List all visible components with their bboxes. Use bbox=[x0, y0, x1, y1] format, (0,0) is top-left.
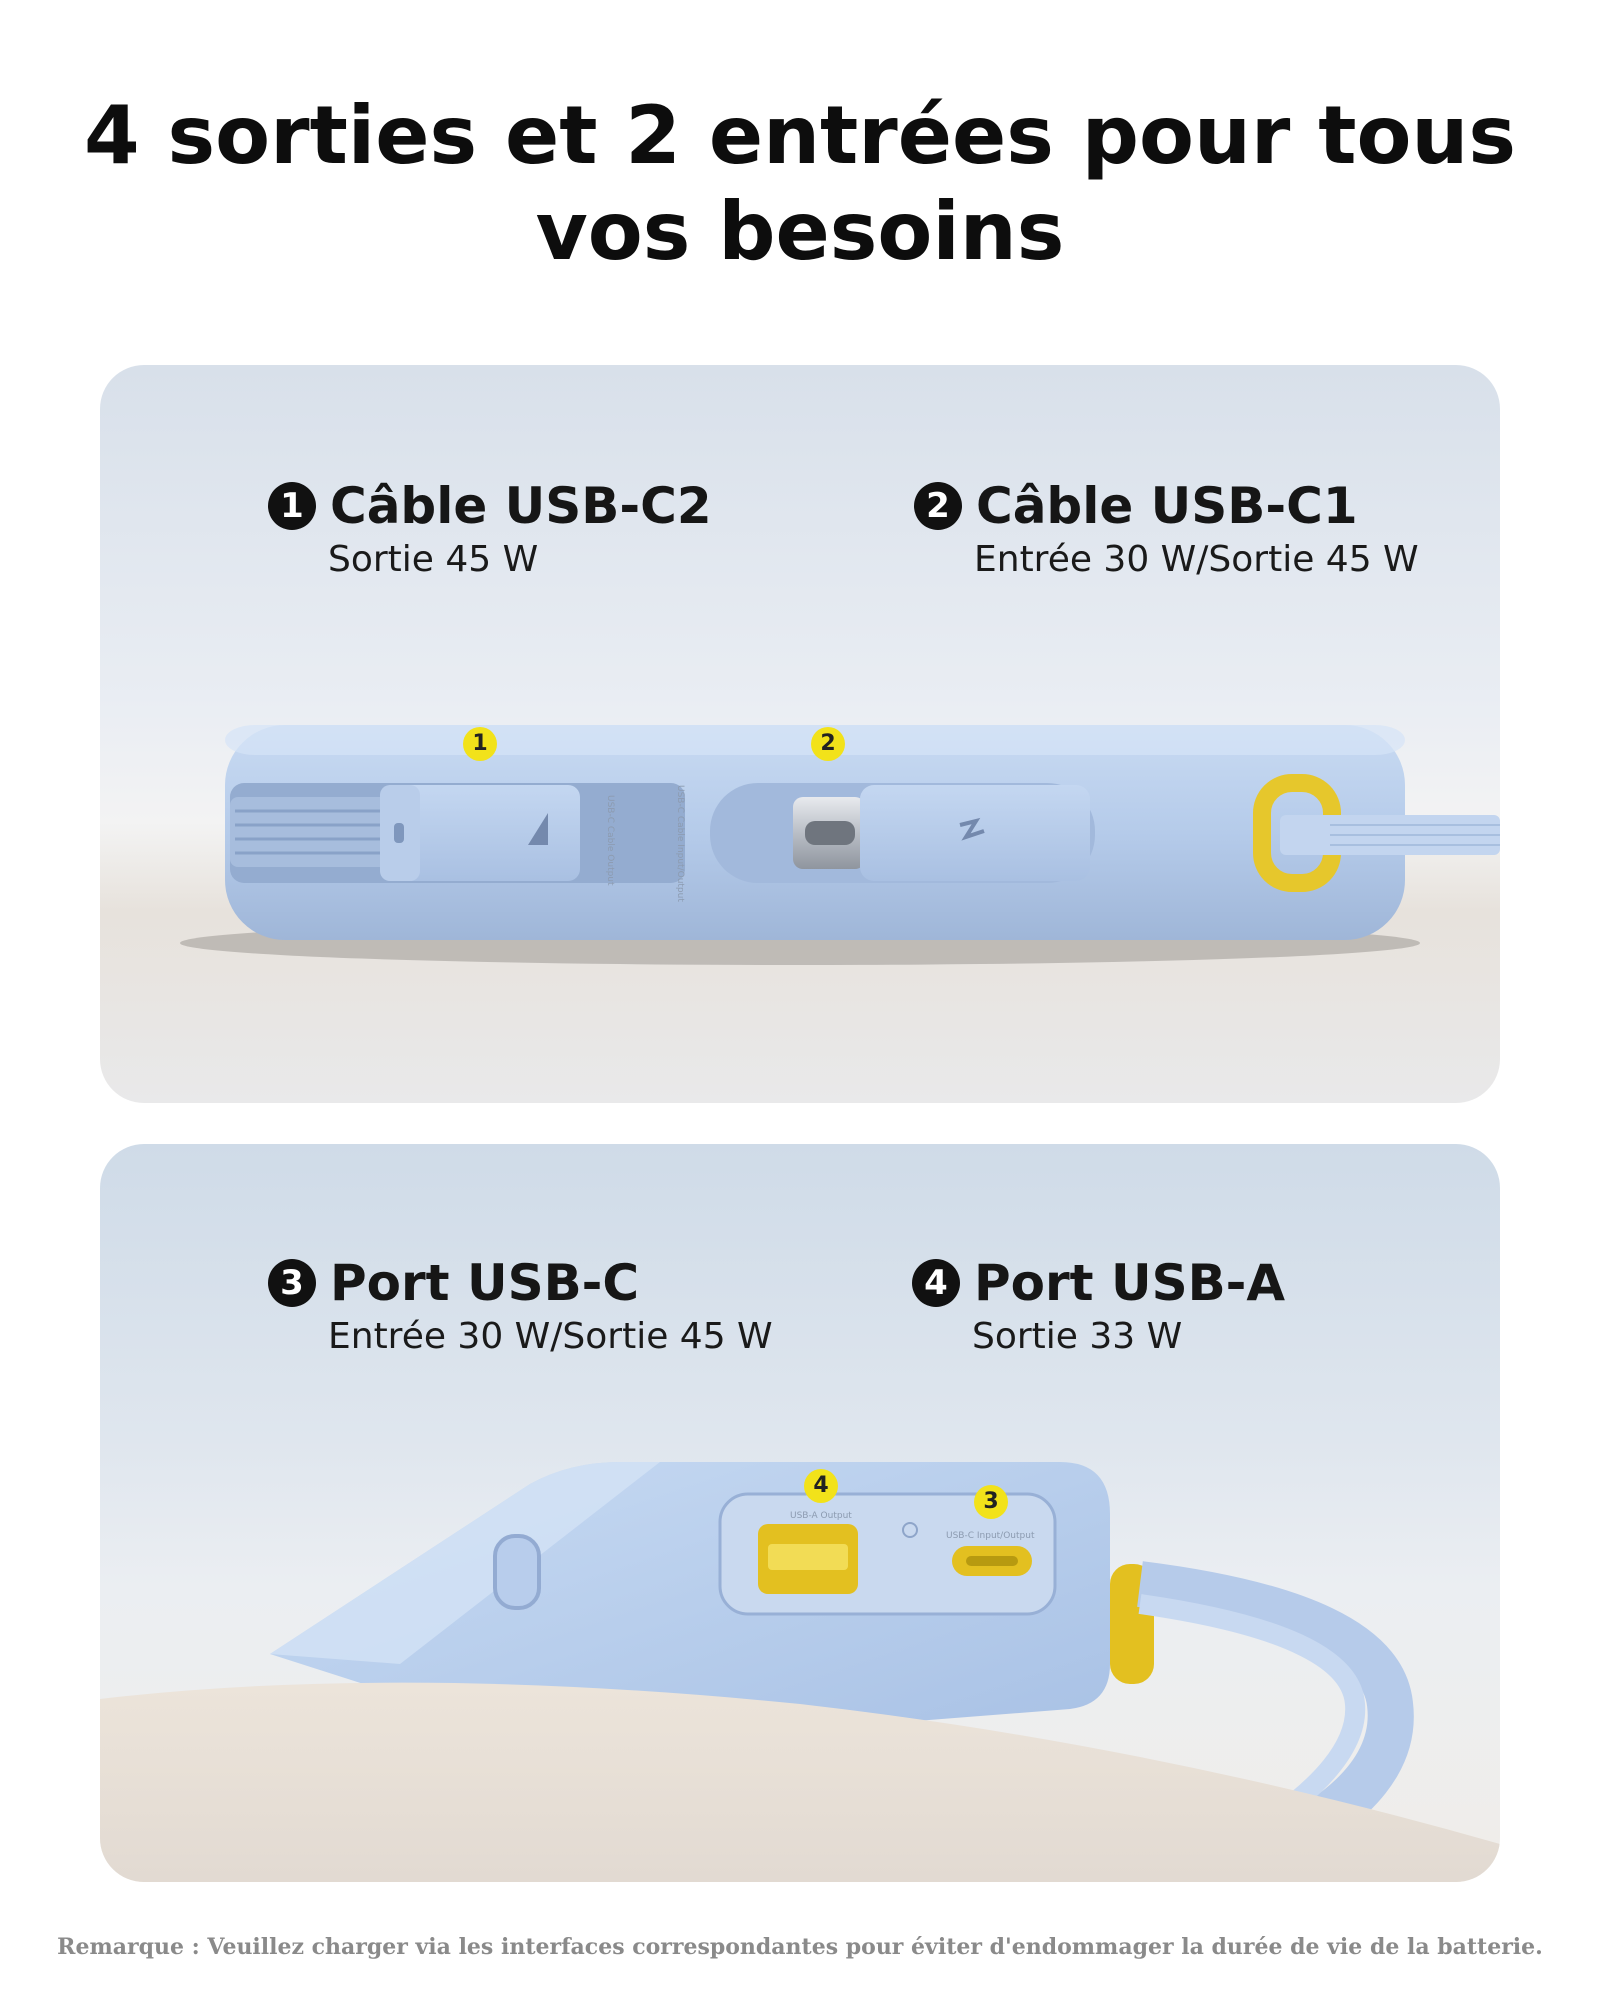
callout-usb-c-port: 3 Port USB-C Entrée 30 W/Sortie 45 W bbox=[268, 1254, 773, 1357]
port-spec: Entrée 30 W/Sortie 45 W bbox=[328, 1316, 773, 1357]
svg-text:USB-C Input/Output: USB-C Input/Output bbox=[946, 1531, 1035, 1541]
ports-panel: USB-A Output USB-C Input/Output 4 3 3 Po… bbox=[100, 1144, 1500, 1882]
port-name: Câble USB-C2 bbox=[330, 477, 712, 535]
marker-2: 2 bbox=[811, 727, 845, 761]
callout-usb-c2-cable: 1 Câble USB-C2 Sortie 45 W bbox=[268, 477, 712, 580]
cable-outputs-panel: USB-C Cable Output USB-C Cable Input/Out… bbox=[100, 365, 1500, 1103]
page-title: 4 sorties et 2 entrées pour tous vos bes… bbox=[84, 89, 1516, 278]
number-badge: 1 bbox=[268, 482, 316, 530]
number-badge: 2 bbox=[914, 482, 962, 530]
port-spec: Entrée 30 W/Sortie 45 W bbox=[974, 539, 1419, 580]
port-spec: Sortie 45 W bbox=[328, 539, 539, 580]
marker-3: 3 bbox=[974, 1485, 1008, 1519]
marker-1: 1 bbox=[463, 727, 497, 761]
port-name: Câble USB-C1 bbox=[976, 477, 1358, 535]
port-name: Port USB-C bbox=[330, 1254, 640, 1312]
port-spec: Sortie 33 W bbox=[972, 1316, 1183, 1357]
number-badge: 3 bbox=[268, 1259, 316, 1307]
marker-4: 4 bbox=[804, 1469, 838, 1503]
number-badge: 4 bbox=[912, 1259, 960, 1307]
port-name: Port USB-A bbox=[974, 1254, 1286, 1312]
power-bank-side-view: USB-C Cable Output USB-C Cable Input/Out… bbox=[180, 725, 1500, 965]
svg-text:USB-C Cable Output: USB-C Cable Output bbox=[605, 795, 615, 886]
svg-text:USB-A Output: USB-A Output bbox=[790, 1511, 852, 1521]
callout-usb-a-port: 4 Port USB-A Sortie 33 W bbox=[912, 1254, 1285, 1357]
power-bank-ports-view: USB-A Output USB-C Input/Output bbox=[100, 1462, 1500, 1882]
footnote: Remarque : Veuillez charger via les inte… bbox=[57, 1934, 1543, 1960]
callout-usb-c1-cable: 2 Câble USB-C1 Entrée 30 W/Sortie 45 W bbox=[914, 477, 1419, 580]
svg-text:USB-C Cable Input/Output: USB-C Cable Input/Output bbox=[675, 785, 685, 902]
